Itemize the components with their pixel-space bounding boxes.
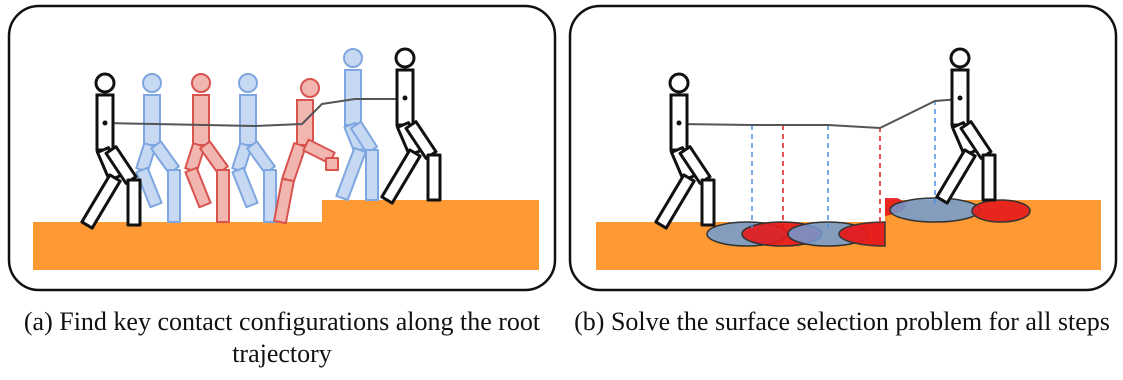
- head: [238, 73, 258, 93]
- leg-segment: [654, 173, 696, 230]
- projection-lines: [751, 100, 936, 228]
- leg-segment: [281, 142, 307, 183]
- terrain-step: [33, 200, 539, 270]
- panel-a-frame: [7, 4, 557, 292]
- head: [949, 47, 971, 69]
- head: [394, 47, 416, 69]
- caption-panel-a: (a) Find key contact configurations alon…: [23, 307, 541, 368]
- leg-segment: [426, 153, 442, 202]
- start-pose-figure: [80, 72, 142, 230]
- root-point: [102, 120, 108, 126]
- torso: [344, 69, 362, 126]
- leg-segment: [700, 178, 716, 227]
- goal-pose-figure: [935, 47, 997, 205]
- root-trajectory: [104, 98, 405, 128]
- leg-segment: [167, 169, 181, 223]
- leg-segment: [380, 148, 422, 205]
- intermediate-configurations: [135, 48, 379, 225]
- contact-ellipses: [706, 197, 1031, 247]
- caption-panel-b: (b) Solve the surface selection problem …: [574, 307, 1110, 336]
- head: [142, 73, 162, 93]
- leg-segment: [365, 149, 379, 201]
- panel-a-figure: [7, 4, 557, 292]
- leg-segment: [678, 145, 712, 185]
- leg-segment: [404, 120, 438, 160]
- leg-segment: [263, 169, 277, 223]
- root-point: [676, 120, 682, 126]
- contact-surface-red: [838, 221, 886, 247]
- torso: [192, 94, 210, 146]
- torso: [296, 99, 314, 146]
- leg-segment: [216, 169, 230, 223]
- leg-segment: [246, 140, 276, 175]
- leg-segment: [273, 177, 295, 225]
- leg-segment: [150, 140, 180, 175]
- leg-segment: [80, 173, 122, 230]
- leg-segment: [199, 140, 229, 175]
- start-pose-figure: [654, 72, 716, 230]
- torso: [239, 94, 257, 146]
- root-point: [957, 95, 963, 101]
- leg-segment: [349, 120, 379, 155]
- leg-segment: [135, 166, 163, 209]
- contact-surface-red: [971, 199, 1031, 223]
- head: [668, 72, 690, 94]
- leg-segment: [126, 178, 142, 227]
- leg-segment: [184, 166, 212, 209]
- head: [94, 72, 116, 94]
- goal-pose-figure: [380, 47, 442, 205]
- root-trajectory: [678, 98, 961, 130]
- root-point: [402, 95, 408, 101]
- leg-segment: [935, 148, 977, 205]
- leg-segment: [959, 120, 993, 160]
- panel-b-frame: [568, 4, 1118, 292]
- torso: [143, 94, 161, 146]
- head: [191, 73, 211, 93]
- head: [343, 48, 363, 68]
- leg-segment: [231, 166, 259, 209]
- leg-segment: [104, 145, 138, 185]
- leg-segment: [981, 153, 997, 202]
- panel-b-figure: [568, 4, 1118, 292]
- leg-segment: [325, 157, 339, 171]
- leg-segment: [335, 146, 367, 202]
- head: [300, 78, 320, 98]
